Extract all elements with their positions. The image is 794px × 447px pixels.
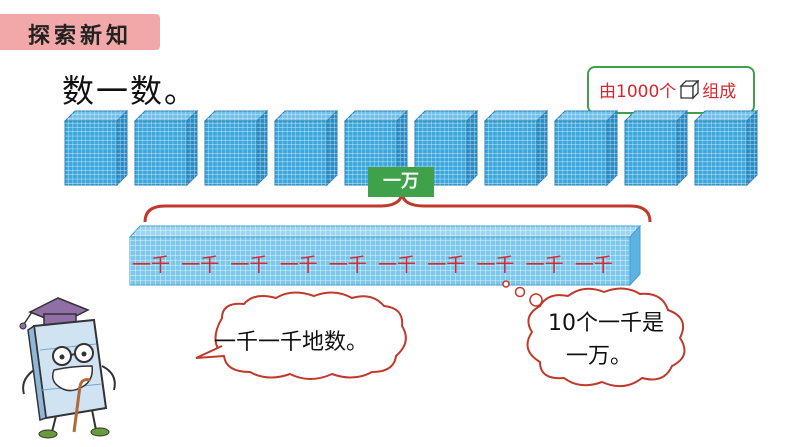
thousand-cube	[64, 110, 128, 186]
book-character-illustration	[19, 297, 116, 439]
speech-conclusion-line1: 10个一千是	[548, 311, 664, 336]
strip-thousand-label: 一千	[230, 254, 269, 276]
strip-thousand-label: 一千	[181, 254, 220, 276]
thousand-cube	[694, 110, 758, 186]
strip-thousand-label: 一千	[427, 254, 466, 276]
callout-thousand-composition: 由1000个 组成	[587, 66, 755, 114]
strip-thousand-label: 一千	[132, 254, 171, 276]
strip-thousand-label: 一千	[279, 254, 318, 276]
speech-conclusion-line2: 一万。	[566, 344, 633, 369]
thousand-cube	[484, 110, 548, 186]
strip-thousand-label: 一千	[574, 254, 613, 276]
strip-thousand-label: 一千	[525, 254, 564, 276]
page-title: 数一数。	[62, 72, 199, 110]
cube-icon	[679, 80, 700, 100]
thousand-cube	[134, 110, 198, 186]
callout-suffix: 组成	[702, 82, 737, 102]
section-label: 探索新知	[28, 24, 133, 49]
thousand-cube	[274, 110, 338, 186]
thousand-cube	[554, 110, 618, 186]
strip-thousand-label: 一千	[328, 254, 367, 276]
section-tag: 探索新知	[0, 14, 160, 50]
speech-counting-text: 一千一千地数。	[214, 330, 369, 355]
callout-prefix: 由1000个	[599, 82, 677, 102]
brace-label: 一万	[368, 167, 434, 197]
strip-thousand-label: 一千	[378, 254, 417, 276]
strip-thousand-label: 一千	[476, 254, 515, 276]
thousand-cube	[624, 110, 688, 186]
thousand-cube	[204, 110, 268, 186]
